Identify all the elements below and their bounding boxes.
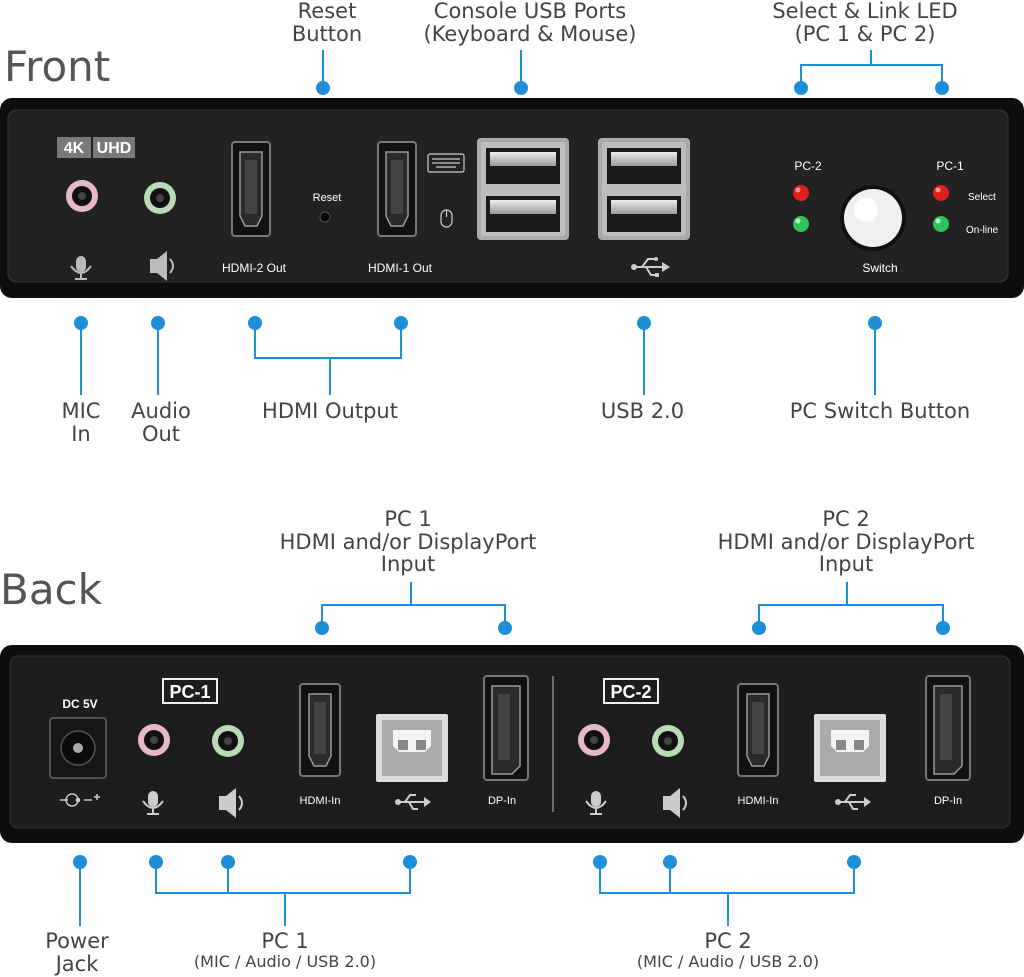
callout-dot (514, 81, 528, 95)
usb-icon (395, 794, 431, 810)
back-title: Back (0, 565, 102, 614)
pc1-box-text: PC-1 (169, 682, 210, 702)
switch-text: Switch (862, 261, 897, 275)
dc-5v-text: DC 5V (62, 697, 97, 711)
speaker-icon (150, 251, 174, 281)
usb-icon (631, 257, 670, 277)
pc2-ports-label: PC 2 (MIC / Audio / USB 2.0) (636, 929, 820, 971)
callout-dot (315, 621, 329, 635)
pc2-led-text: PC-2 (794, 159, 822, 173)
usb20-label: USB 2.0 (600, 399, 685, 423)
badge-4k: 4K (64, 140, 85, 157)
front-title: Front (4, 42, 111, 91)
microphone-icon (70, 256, 92, 280)
callout-dot (935, 81, 949, 95)
hdmi-in-text: HDMI-In (738, 795, 779, 807)
pc1-led-text: PC-1 (936, 159, 964, 173)
callout-dot (316, 81, 330, 95)
callout-dot (498, 621, 512, 635)
callout-dot (752, 621, 766, 635)
console-usb-label: Console USB Ports(Keyboard & Mouse) (423, 0, 637, 46)
dc-polarity-icon (60, 793, 100, 807)
pc2-box-text: PC-2 (610, 682, 651, 702)
microphone-icon (585, 791, 607, 815)
select-text: Select (968, 192, 996, 203)
online-text: On-line (966, 225, 999, 236)
callout-dot (794, 81, 808, 95)
reset-text: Reset (313, 192, 342, 204)
pc1-ports-label: PC 1 (MIC / Audio / USB 2.0) (193, 929, 377, 971)
hdmi2-out-text: HDMI-2 Out (222, 261, 287, 275)
badge-uhd: UHD (97, 140, 132, 157)
select-link-led-label: Select & Link LED(PC 1 & PC 2) (772, 0, 958, 46)
hdmi-output-label: HDMI Output (262, 399, 398, 423)
usb-icon (835, 794, 871, 810)
callout-dot (936, 621, 950, 635)
hdmi1-out-text: HDMI-1 Out (368, 261, 433, 275)
hdmi-in-text: HDMI-In (300, 795, 341, 807)
mouse-icon (440, 209, 453, 228)
keyboard-icon (427, 153, 465, 173)
dp-in-text: DP-In (488, 795, 516, 807)
speaker-icon (663, 788, 687, 818)
speaker-icon (219, 788, 243, 818)
dp-in-text: DP-In (934, 795, 962, 807)
pc-switch-label: PC Switch Button (789, 399, 971, 423)
microphone-icon (142, 791, 164, 815)
